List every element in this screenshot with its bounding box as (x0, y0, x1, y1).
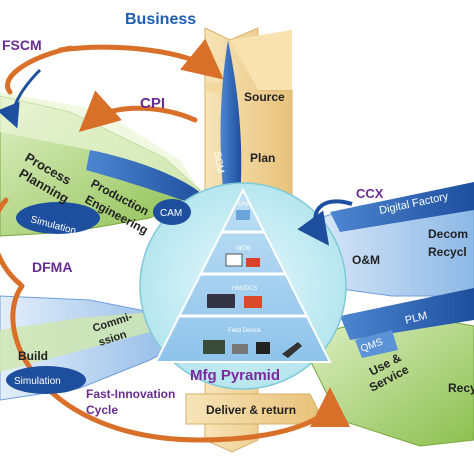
pyramid-title: Mfg Pyramid (190, 367, 280, 384)
cam-label: CAM (160, 208, 182, 219)
simulation-ellipse-top (16, 202, 100, 234)
ccx-label: CCX (356, 186, 384, 201)
build-label: Build (18, 349, 48, 363)
erp-icon (236, 210, 250, 220)
fast-innovation-line1: Fast-Innovation (86, 387, 175, 401)
simulation-bottom-label: Simulation (14, 376, 61, 387)
hmi-icons (207, 294, 262, 308)
deliver-return-label: Deliver & return (206, 403, 296, 417)
business-label: Business (125, 11, 196, 28)
decom-line1: Decom (428, 227, 468, 241)
scm-blade (220, 40, 242, 200)
cycle-arrows (0, 38, 350, 443)
production-blade (86, 150, 206, 206)
ccx-arrow (297, 199, 353, 246)
mom-icons (225, 253, 260, 267)
cam-ellipse (153, 199, 191, 225)
fscm-label: FSCM (2, 37, 42, 53)
pyramid-level-field: Field Device (228, 328, 262, 334)
dfma-label: DFMA (32, 259, 72, 275)
om-label: O&M (352, 253, 380, 267)
fast-innovation-line2: Cycle (86, 403, 118, 417)
field-device-icons (203, 340, 302, 358)
source-label: Source (244, 90, 285, 104)
decom-line2: Recycl (428, 245, 467, 259)
scm-label: SCM (211, 151, 226, 175)
pyramid-level-hmi: HMI/DCS (232, 286, 257, 292)
pyramid-level-mom: MOM (236, 246, 251, 252)
plan-label: Plan (250, 151, 275, 165)
fscm-arrow (0, 68, 42, 129)
cpi-label: CPI (140, 95, 165, 112)
mfg-pyramid (154, 187, 332, 363)
simulation-ellipse-bottom (6, 366, 86, 394)
pyramid-level-erp: ERP (238, 202, 250, 208)
recy-label: Recy (448, 381, 474, 395)
plm-label: PLM (404, 310, 429, 327)
